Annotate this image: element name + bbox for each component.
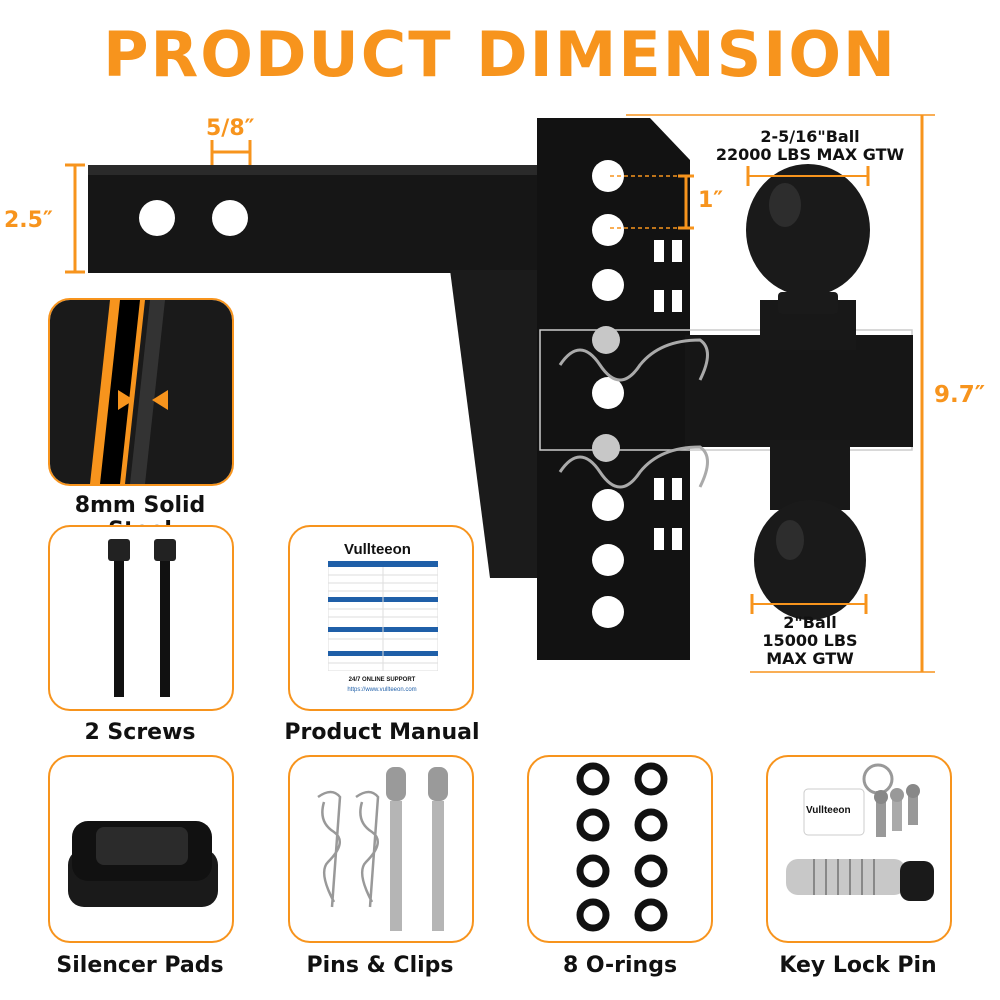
top-ball-rating: 22000 LBS MAX GTW [715,145,905,164]
shank-height-label: 2.5″ [4,208,53,233]
manual-caption: Product Manual [284,720,480,745]
manual-table [328,561,438,671]
screws-caption: 2 Screws [84,720,196,745]
screws-card [48,525,234,711]
arrow-left-icon [152,390,168,410]
top-ball-size: 2-5/16"Ball [760,127,860,146]
top-ball [746,164,870,296]
arrow-right-icon [118,390,134,410]
orings-caption: 8 O-rings [562,953,678,978]
pins-caption: Pins & Clips [306,953,454,978]
page-title: PRODUCT DIMENSION [103,18,897,91]
pin-bottom [592,434,620,462]
silencer-image [68,821,218,907]
silencer-caption: Silencer Pads [56,953,224,978]
top-ball-spec: 2-5/16"Ball 22000 LBS MAX GTW [690,128,930,164]
silencer-card [48,755,234,943]
manual-url: https://www.vullteeon.com [347,687,417,693]
orings-card [527,755,713,943]
plate-holes [592,160,624,628]
bottom-ball-rating-2: MAX GTW [766,649,854,668]
clip-top [558,338,709,382]
ball-mount [685,335,913,447]
bottom-ball-spec: 2"Ball 15000 LBS MAX GTW [730,614,890,668]
hole-spacing-label: 1″ [698,188,724,213]
pins-image [317,767,448,931]
manual-support: 24/7 ONLINE SUPPORT [348,677,416,683]
shank-hole-2 [212,200,248,236]
steel-cutaway [50,300,232,484]
manual-card: Vullteeon 24/7 ONLINE SUPPORT https://ww… [288,525,474,711]
bottom-ball [754,500,866,620]
bottom-ball-rating-1: 15000 LBS [762,631,858,650]
manual-brand: Vullteeon [344,541,411,558]
clip-bottom [558,445,709,489]
keylock-card: Vullteeon [766,755,952,943]
overall-height-label: 9.7″ [934,382,986,408]
shank-hole-1 [139,200,175,236]
hole-diameter-label: 5/8″ [206,116,255,141]
bottom-ball-size: 2"Ball [783,613,837,632]
gusset [450,270,545,578]
steel-card [48,298,234,486]
screws-image [108,539,176,697]
keylock-caption: Key Lock Pin [779,953,937,978]
orings-image [576,762,668,932]
keylock-image [786,763,934,901]
pins-card [288,755,474,943]
key-tag-brand: Vullteeon [806,805,851,816]
pin-top [592,326,620,354]
